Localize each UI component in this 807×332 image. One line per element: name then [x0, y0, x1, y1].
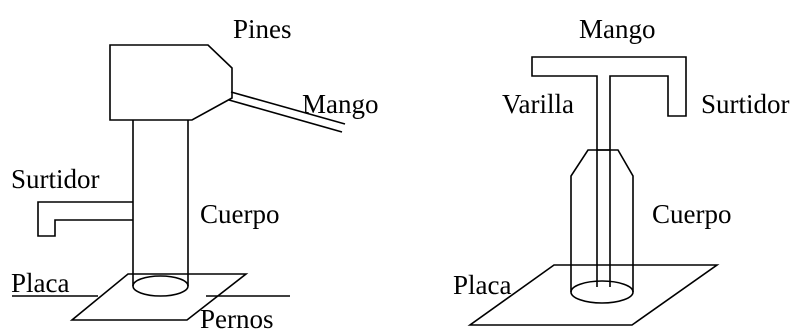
left-pump-head: [109, 44, 233, 121]
left-pump-handle: [228, 91, 346, 133]
label-placa-left: Placa: [11, 268, 69, 298]
label-pines: Pines: [233, 14, 292, 44]
label-surtidor-right: Surtidor: [701, 89, 790, 119]
label-surtidor-left: Surtidor: [11, 164, 100, 194]
right-pump-plate: [467, 264, 720, 326]
right-pump-t-handle: [531, 56, 687, 151]
label-cuerpo-right: Cuerpo: [652, 199, 731, 229]
left-pump-plate: [69, 273, 249, 321]
left-pump-spout: [37, 201, 133, 237]
label-cuerpo-left: Cuerpo: [200, 199, 279, 229]
left-pump: Pines Mango Surtidor Cuerpo Placa Pernos: [11, 14, 379, 332]
right-pump-rod: [596, 150, 611, 287]
right-pump-body: [570, 149, 634, 292]
label-mango-right: Mango: [579, 14, 656, 44]
right-pump: Mango Varilla Surtidor Cuerpo Placa: [453, 14, 790, 326]
right-pump-body-base: [570, 280, 634, 304]
label-mango-left: Mango: [302, 89, 379, 119]
left-pump-body: [132, 120, 189, 297]
label-pernos: Pernos: [200, 304, 274, 332]
label-varilla: Varilla: [502, 89, 574, 119]
label-placa-right: Placa: [453, 270, 511, 300]
